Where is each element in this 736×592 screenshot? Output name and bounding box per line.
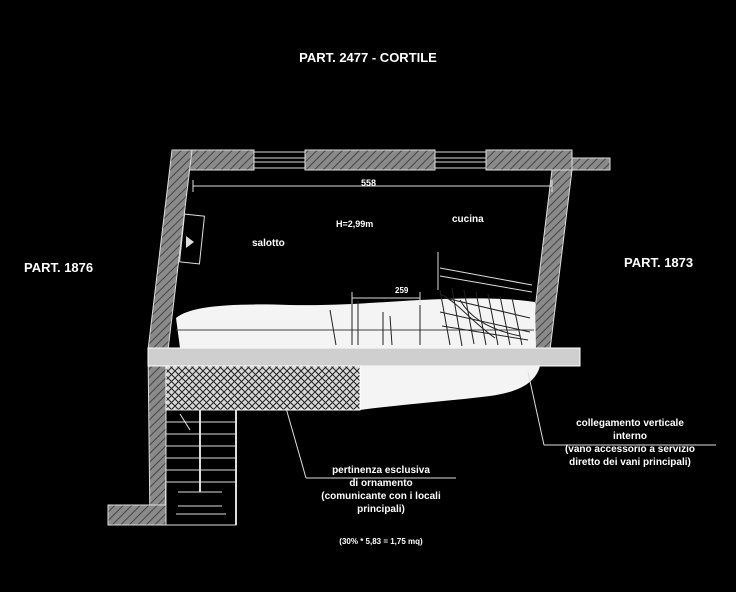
top-wall	[171, 149, 611, 171]
pertinenza-area	[165, 365, 361, 411]
room-salotto-label: salotto	[252, 238, 285, 249]
note-pertinenza-line-2: di ornamento	[349, 478, 413, 489]
note-pertinenza-line-3: (comunicante con i locali	[321, 491, 441, 502]
note-collegamento-line-2: interno	[613, 431, 647, 442]
wall-niche	[178, 213, 206, 265]
left-base-wall	[107, 504, 167, 526]
note-pertinenza: pertinenza esclusiva di ornamento (comun…	[296, 464, 466, 516]
title-label: PART. 2477 - CORTILE	[299, 50, 437, 65]
stair-sketch	[329, 252, 533, 347]
stairwell	[165, 409, 237, 526]
note-pertinenza-formula: (30% * 5,83 = 1,75 mq)	[339, 537, 423, 546]
note-collegamento: collegamento verticale interno (vano acc…	[540, 417, 720, 469]
dimension-small-label: 259	[395, 286, 409, 295]
leader-collegamento	[527, 371, 716, 446]
left-parcel-label: PART. 1876	[24, 260, 94, 275]
niche-arrow	[186, 236, 194, 248]
right-wall	[529, 169, 573, 351]
note-collegamento-line-1: collegamento verticale	[576, 418, 684, 429]
erased-area	[176, 298, 536, 348]
erased-area-lower	[360, 366, 540, 410]
dimension-width-label: 558	[361, 178, 377, 188]
left-wall-lower	[147, 349, 169, 526]
note-collegamento-line-4: diretto dei vani principali)	[569, 457, 691, 468]
right-parcel-label: PART. 1873	[624, 255, 694, 270]
dimension-width	[192, 180, 553, 192]
window-top-left	[253, 151, 306, 169]
window-top-right	[434, 151, 487, 169]
room-cucina-label: cucina	[452, 214, 484, 225]
floor-slab	[147, 347, 581, 367]
room-height-label: H=2,99m	[336, 219, 374, 229]
note-pertinenza-line-1: pertinenza esclusiva	[332, 465, 430, 476]
note-collegamento-line-3: (vano accessorio a servizio	[564, 444, 696, 455]
leader-pertinenza	[285, 407, 456, 479]
note-pertinenza-line-4: principali)	[357, 504, 405, 515]
dimension-small	[351, 292, 421, 304]
